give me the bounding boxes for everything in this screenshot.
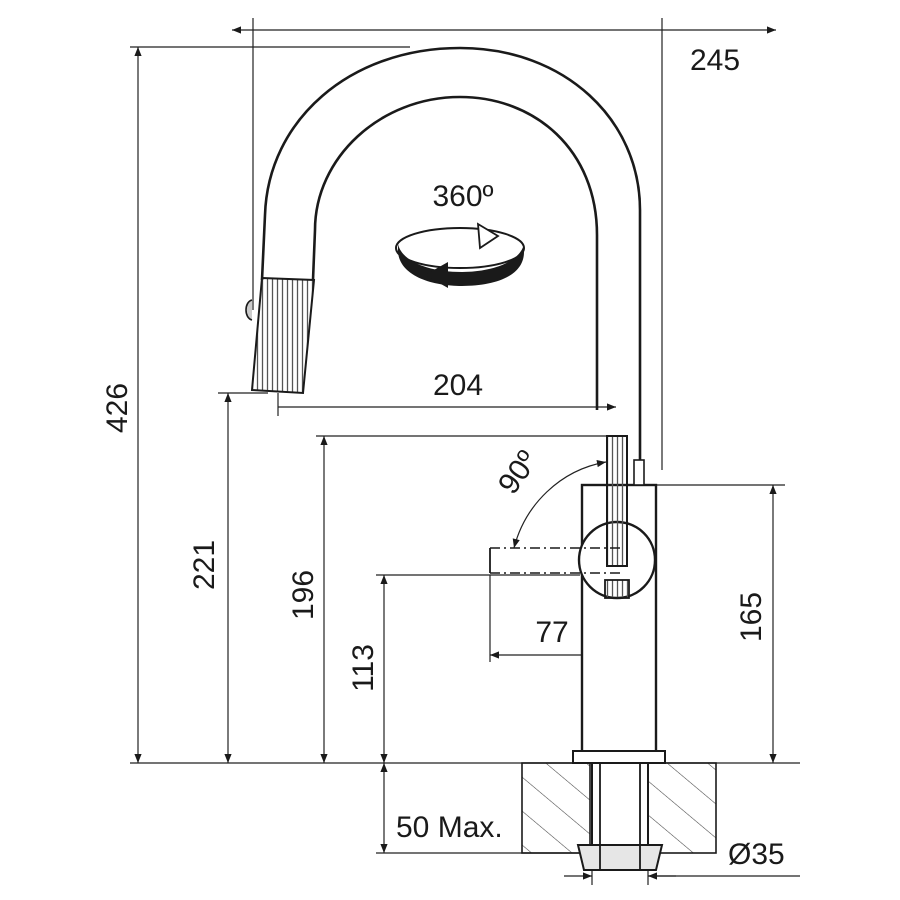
dimension-lines xyxy=(130,18,800,885)
dim-label-diameter-35: Ø35 xyxy=(728,838,785,871)
dim-label-196: 196 xyxy=(287,570,320,620)
dim-label-221: 221 xyxy=(188,540,221,590)
rotation-360-icon xyxy=(395,222,525,288)
dim-label-90: 90º xyxy=(492,445,544,500)
rotation-90-arrow xyxy=(512,460,607,549)
dim-label-426: 426 xyxy=(101,383,134,433)
countertop xyxy=(521,762,717,854)
dim-label-245: 245 xyxy=(690,44,740,77)
faucet-body xyxy=(245,46,666,871)
dim-label-77: 77 xyxy=(535,616,568,649)
dim-label-360: 360º xyxy=(432,180,493,213)
dim-label-204: 204 xyxy=(433,369,483,402)
dimension-labels: 245 426 360º 204 90º 221 196 113 77 165 … xyxy=(101,44,785,871)
dim-label-50-max: 50 Max. xyxy=(396,811,503,844)
dim-label-113: 113 xyxy=(347,644,380,692)
dim-label-165: 165 xyxy=(735,592,768,642)
